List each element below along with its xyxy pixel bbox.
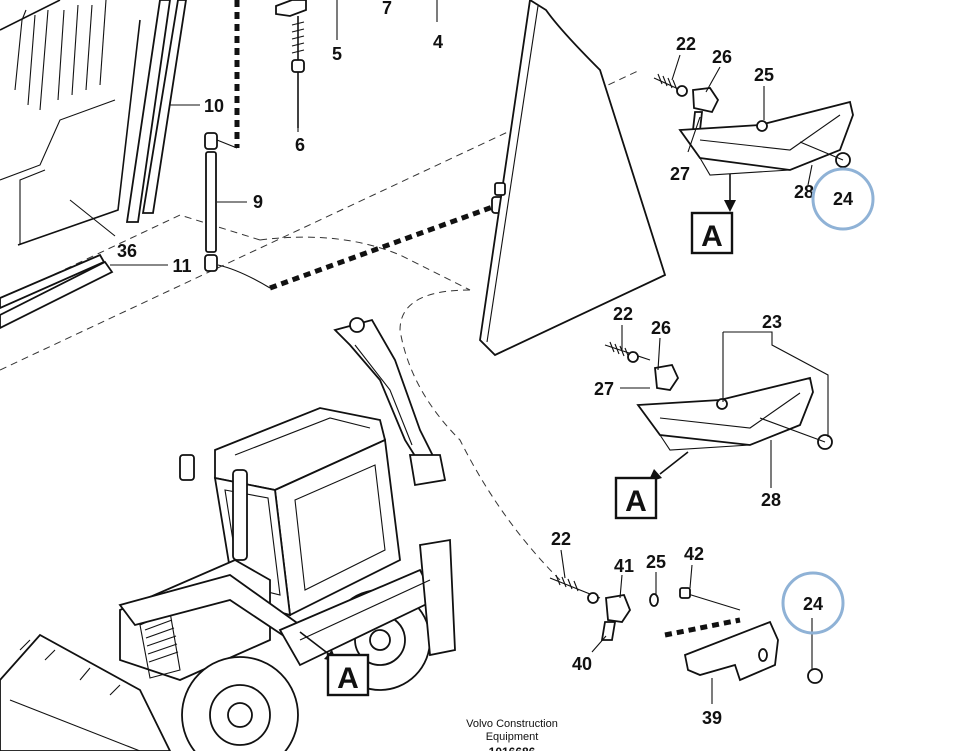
label-b22: 22 xyxy=(613,304,633,324)
label-c39: 39 xyxy=(702,708,722,728)
footer-doc-number: 1016686 xyxy=(489,745,536,751)
detail-box-machine: A xyxy=(326,653,370,697)
footer-line-2: Equipment xyxy=(486,731,539,743)
label-5: 5 xyxy=(332,44,342,64)
label-c24: 24 xyxy=(803,594,823,614)
label-a26: 26 xyxy=(712,47,732,67)
label-b28: 28 xyxy=(761,490,781,510)
part-labels: 7 4 5 6 10 9 36 11 22 26 25 27 28 22 26 … xyxy=(117,0,814,728)
backhoe-loader xyxy=(0,317,456,751)
gas-strut xyxy=(204,0,240,272)
label-6: 6 xyxy=(295,135,305,155)
label-9: 9 xyxy=(253,192,263,212)
highlight-circle-icon xyxy=(781,571,845,635)
hinge-bracket xyxy=(275,0,307,128)
bracket-assembly-bottom xyxy=(549,574,823,684)
label-a27: 27 xyxy=(670,164,690,184)
highlight-callout-bottom[interactable]: 24 xyxy=(781,571,845,635)
svg-text:A: A xyxy=(701,220,723,253)
footer-line-1: Volvo Construction xyxy=(466,718,558,730)
detail-box-middle: A xyxy=(614,476,658,520)
label-7: 7 xyxy=(382,0,392,18)
handle-assembly-middle xyxy=(604,332,833,451)
label-36: 36 xyxy=(117,241,137,261)
label-b26: 26 xyxy=(651,318,671,338)
label-c42: 42 xyxy=(684,544,704,564)
leader-lines xyxy=(69,0,842,704)
label-10: 10 xyxy=(204,96,224,116)
label-c25: 25 xyxy=(646,552,666,572)
label-a28: 28 xyxy=(794,182,814,202)
svg-text:A: A xyxy=(337,662,359,695)
label-4: 4 xyxy=(433,32,443,52)
label-b23: 23 xyxy=(762,312,782,332)
detail-box-top: A xyxy=(690,211,734,255)
handle-assembly-top xyxy=(653,73,854,176)
label-c41: 41 xyxy=(614,556,634,576)
label-a25: 25 xyxy=(754,65,774,85)
highlight-callout-top[interactable]: 24 xyxy=(811,167,875,231)
label-b27: 27 xyxy=(594,379,614,399)
svg-text:A: A xyxy=(625,485,647,518)
label-a22: 22 xyxy=(676,34,696,54)
label-a24: 24 xyxy=(833,189,853,209)
highlight-circle-icon xyxy=(811,167,875,231)
label-c22: 22 xyxy=(551,529,571,549)
label-c40: 40 xyxy=(572,654,592,674)
window-frame xyxy=(0,0,187,246)
window-seal-strip xyxy=(0,253,114,330)
door-glass xyxy=(479,0,667,357)
footer-credit: Volvo Construction Equipment 1016686 xyxy=(466,718,558,751)
label-11: 11 xyxy=(172,256,191,276)
